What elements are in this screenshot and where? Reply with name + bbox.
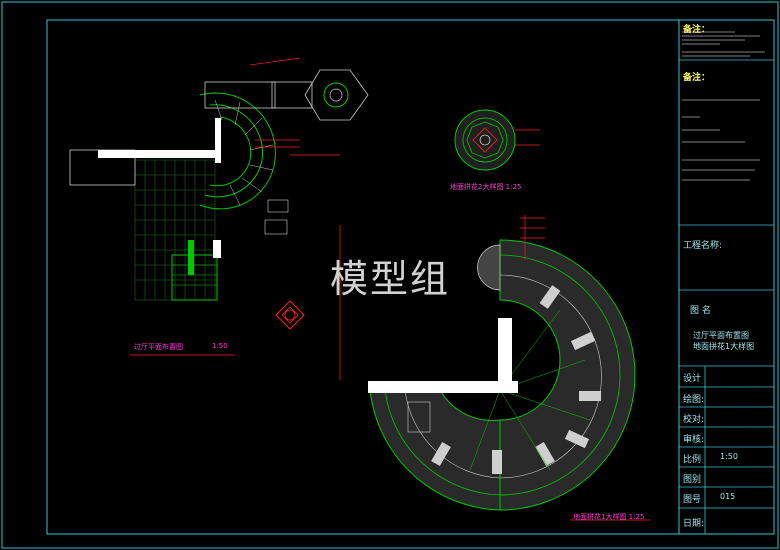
date-label: 日期: bbox=[683, 519, 705, 529]
detail2-caption: 地面拼花2大样图 1:25 bbox=[450, 183, 522, 191]
plan-scale-caption: 1:50 bbox=[212, 342, 228, 350]
drawing-name-line1: 过厅平面布置图 bbox=[693, 331, 749, 340]
sheet-label: 图别 bbox=[683, 475, 702, 485]
number-label: 图号 bbox=[683, 495, 702, 505]
check-label: 校对: bbox=[683, 415, 705, 425]
notes-lines bbox=[682, 31, 765, 181]
notes-heading: 备注： bbox=[683, 25, 711, 35]
scale-label: 比例 bbox=[683, 455, 702, 465]
number-value: 015 bbox=[720, 492, 736, 501]
drawing-name-line2: 地面拼花1大样图 bbox=[693, 342, 755, 351]
hall-floor-plan bbox=[69, 57, 369, 356]
design-label: 设计 bbox=[683, 374, 702, 384]
review-label: 审核: bbox=[683, 435, 705, 445]
project-name-label: 工程名称: bbox=[683, 241, 723, 251]
draw-label: 绘图: bbox=[683, 395, 705, 405]
notes-heading-2: 备注： bbox=[683, 73, 711, 83]
title-block-rows bbox=[679, 59, 774, 534]
detail1-caption: 地面拼花1大样图 1:25 bbox=[573, 513, 645, 521]
plan-caption: 过厅平面布置图 bbox=[134, 343, 183, 351]
drawing-name-label: 图 名 bbox=[690, 306, 711, 316]
floor-medallion-1-detail bbox=[339, 215, 650, 521]
floor-medallion-2-detail bbox=[454, 109, 540, 171]
scale-value: 1:50 bbox=[720, 452, 738, 461]
drawing-frame bbox=[46, 19, 775, 535]
watermark-text: 模型组 bbox=[330, 257, 451, 301]
